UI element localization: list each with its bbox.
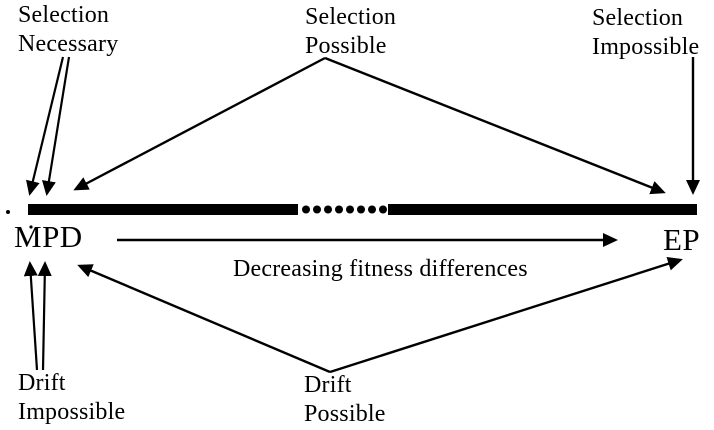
continuum-dot [368, 205, 376, 214]
stray-dot-left-margin [6, 210, 10, 214]
continuum-dot [346, 205, 354, 214]
arrow-drift-impossible-to-mpd-2 [37, 261, 52, 371]
endpoint-label-mpd: MPD [14, 219, 83, 254]
label-line: Selection [18, 2, 110, 28]
label-drift-impossible: Drift Impossible [18, 369, 125, 427]
label-line: Possible [305, 33, 387, 59]
continuum-dots [302, 205, 387, 214]
continuum-bar-left-segment [28, 204, 298, 215]
direction-arrow-caption: Decreasing fitness differences [233, 256, 528, 282]
stray-dot-below-bar [29, 225, 33, 229]
arrow-selection-necessary-to-bar-2 [42, 56, 71, 196]
label-drift-possible: Drift Possible [304, 371, 386, 429]
continuum-dot [324, 205, 332, 214]
label-line: Possible [304, 401, 386, 427]
arrow-drift-possible-to-ep [329, 256, 683, 374]
arrow-drift-possible-to-mpd [77, 264, 331, 374]
arrow-selection-possible-to-right-end [324, 56, 666, 195]
continuum-dot [313, 205, 321, 214]
continuum-dot [335, 205, 343, 214]
label-selection-impossible: Selection Impossible [592, 4, 699, 62]
label-line: Drift [18, 370, 66, 396]
label-line: Impossible [18, 399, 126, 425]
continuum-dot [302, 205, 310, 214]
endpoint-label-ep: EP [663, 222, 701, 257]
arrow-selection-possible-to-left-end [73, 56, 326, 191]
arrow-selection-necessary-to-bar-1 [26, 56, 65, 196]
label-line: Selection [592, 5, 684, 31]
continuum-dot [357, 205, 365, 214]
arrow-drift-impossible-to-mpd-1 [23, 261, 39, 371]
label-selection-possible: Selection Possible [305, 3, 396, 61]
label-line: Selection [305, 4, 397, 30]
label-line: Necessary [18, 31, 119, 57]
continuum-dot [379, 205, 387, 214]
label-line: Drift [304, 372, 352, 398]
continuum-bar-right-segment [388, 204, 697, 215]
label-selection-necessary: Selection Necessary [18, 1, 118, 59]
label-line: Impossible [592, 34, 700, 60]
